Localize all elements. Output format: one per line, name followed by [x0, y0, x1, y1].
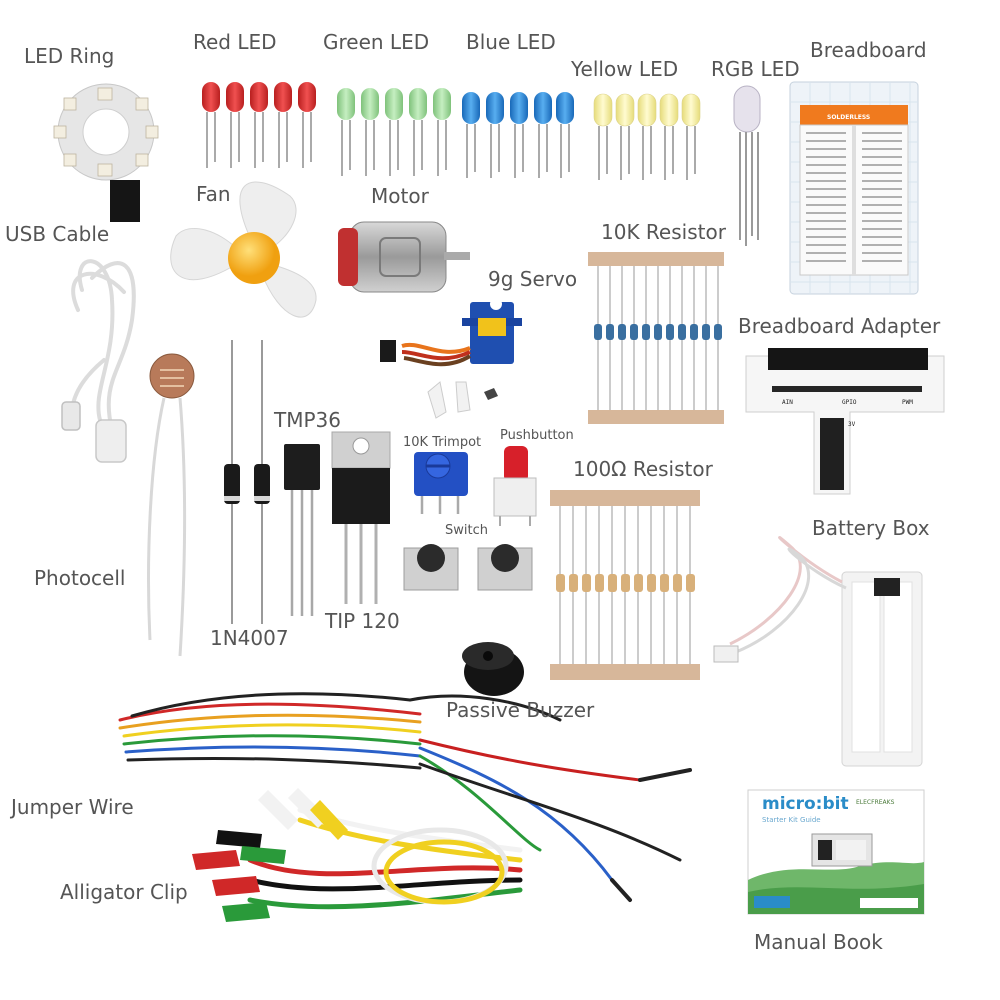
label-resistor-100: 100Ω Resistor [573, 457, 713, 481]
manual-cover-title: micro:bit [762, 794, 849, 814]
adapter-print-gpio: GPIO [842, 399, 857, 406]
label-resistor-10k: 10K Resistor [601, 220, 726, 244]
servo [380, 298, 522, 419]
switch-pair [403, 544, 533, 591]
label-green-led: Green LED [323, 30, 430, 54]
label-battery-box: Battery Box [812, 516, 930, 540]
label-motor: Motor [371, 184, 429, 208]
tmp36 [284, 444, 320, 616]
label-switch: Switch [445, 523, 488, 538]
tip120 [331, 431, 391, 604]
yellow-led-group [593, 93, 701, 180]
manual-book [747, 789, 925, 915]
label-led-ring: LED Ring [24, 44, 115, 68]
breadboard [789, 81, 919, 295]
label-tmp36: TMP36 [274, 408, 341, 432]
manual-cover-subtitle: Starter Kit Guide [762, 816, 821, 824]
passive-buzzer [462, 642, 524, 696]
label-tip120: TIP 120 [325, 609, 400, 633]
breadboard-adapter [745, 348, 945, 495]
jumper-wires [118, 692, 692, 902]
label-jumper-wire: Jumper Wire [11, 795, 134, 819]
motor [338, 221, 470, 293]
label-breadboard: Breadboard [810, 38, 927, 62]
alligator-clips [192, 788, 523, 922]
label-breadboard-adapter: Breadboard Adapter [738, 314, 941, 338]
label-trimpot: 10K Trimpot [403, 435, 482, 450]
green-led-group [337, 88, 451, 176]
adapter-print-ain: AIN [782, 399, 793, 406]
label-red-led: Red LED [193, 30, 277, 54]
label-servo: 9g Servo [488, 267, 578, 291]
manual-brand: ELECFREAKS [856, 799, 895, 806]
label-alligator-clip: Alligator Clip [60, 880, 188, 904]
usb-cable [61, 259, 136, 463]
blue-led-group [462, 92, 574, 178]
label-usb-cable: USB Cable [5, 222, 110, 246]
label-rgb-led: RGB LED [711, 57, 800, 81]
red-led-group [202, 82, 316, 168]
photocell [147, 353, 195, 657]
trimpot [414, 452, 468, 514]
label-yellow-led: Yellow LED [571, 57, 679, 81]
resistor-10k-strip [588, 252, 724, 424]
led-ring [53, 83, 159, 222]
label-fan: Fan [196, 182, 231, 206]
label-diode: 1N4007 [210, 626, 289, 650]
label-manual-book: Manual Book [754, 930, 883, 954]
adapter-print-pwm: PWM [902, 399, 913, 406]
rgb-led [733, 85, 761, 246]
diode-pair [224, 340, 270, 624]
battery-box [713, 536, 923, 767]
pushbutton [493, 446, 537, 526]
fan [170, 181, 317, 318]
breadboard-print: SOLDERLESS [827, 114, 871, 121]
label-photocell: Photocell [34, 566, 126, 590]
label-pushbutton: Pushbutton [500, 428, 574, 443]
resistor-100-strip [550, 490, 700, 680]
adapter-print-3v: 3V [848, 421, 856, 428]
label-blue-led: Blue LED [466, 30, 556, 54]
label-passive-buzzer: Passive Buzzer [446, 698, 595, 722]
